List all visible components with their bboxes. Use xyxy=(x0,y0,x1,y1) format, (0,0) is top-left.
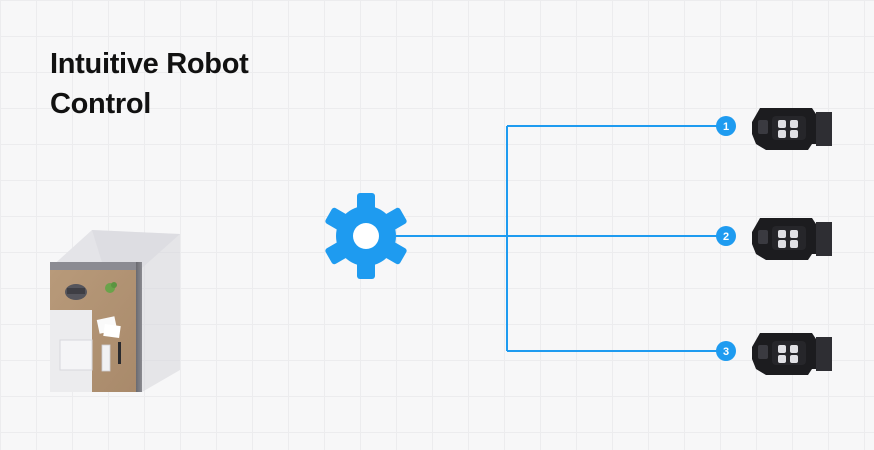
robot-icon xyxy=(752,333,832,375)
robot-badge-2 xyxy=(716,226,736,246)
office-desk-illustration xyxy=(50,230,180,392)
title-line-1: Intuitive Robot xyxy=(50,48,249,80)
robot-icon xyxy=(752,108,832,150)
robot-badge-3 xyxy=(716,341,736,361)
title-line-2: Control xyxy=(50,88,151,120)
robot-icon xyxy=(752,218,832,260)
robot-2[interactable]: 2 xyxy=(716,218,832,260)
robot-badge-label-2: 2 xyxy=(723,231,729,243)
page-title: Intuitive Robot Control xyxy=(50,44,310,124)
robot-badge-label-1: 1 xyxy=(723,121,729,133)
robot-1[interactable]: 1 xyxy=(716,108,832,150)
robot-3[interactable]: 3 xyxy=(716,333,832,375)
connector-lines xyxy=(396,125,726,352)
robot-badge-1 xyxy=(716,116,736,136)
robot-badge-label-3: 3 xyxy=(723,346,729,358)
gear-icon[interactable] xyxy=(324,193,407,279)
